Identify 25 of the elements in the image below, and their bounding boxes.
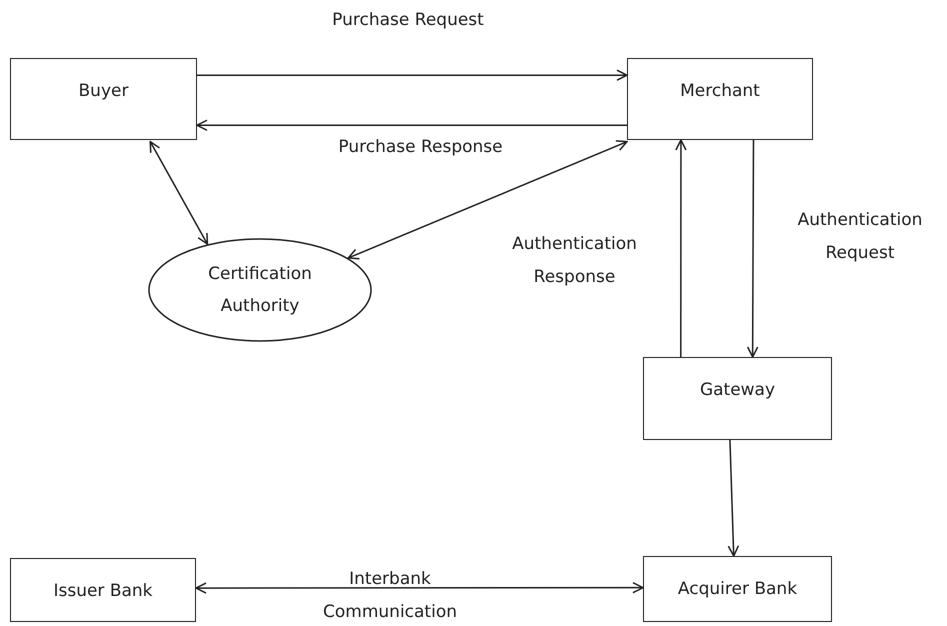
edge-label: Purchase Request xyxy=(331,9,485,32)
arrow xyxy=(196,120,627,131)
edge-label: Interbank Communication xyxy=(322,568,458,624)
arrow xyxy=(746,140,758,358)
edge-label: Purchase Response xyxy=(337,136,504,159)
process-box xyxy=(10,558,196,622)
process-box xyxy=(643,357,832,440)
arrow xyxy=(348,140,628,260)
node-label: Gateway xyxy=(700,379,776,402)
node-label: Buyer xyxy=(78,80,128,103)
process-box xyxy=(627,58,813,140)
arrow xyxy=(197,69,628,81)
node-label: Issuer Bank xyxy=(53,580,153,603)
process-box xyxy=(643,556,832,622)
node-label: Certification Authority xyxy=(207,262,313,318)
ellipse-node xyxy=(148,238,372,342)
arrow xyxy=(150,140,208,245)
process-box xyxy=(10,58,197,140)
arrow xyxy=(195,582,644,594)
arrow xyxy=(675,139,687,357)
edge-label: Authentication Request xyxy=(796,209,924,266)
node-label: Merchant xyxy=(680,80,760,103)
node-label: Acquirer Bank xyxy=(678,578,798,601)
arrow xyxy=(728,440,740,557)
edge-label: Authentication Response xyxy=(511,233,638,290)
